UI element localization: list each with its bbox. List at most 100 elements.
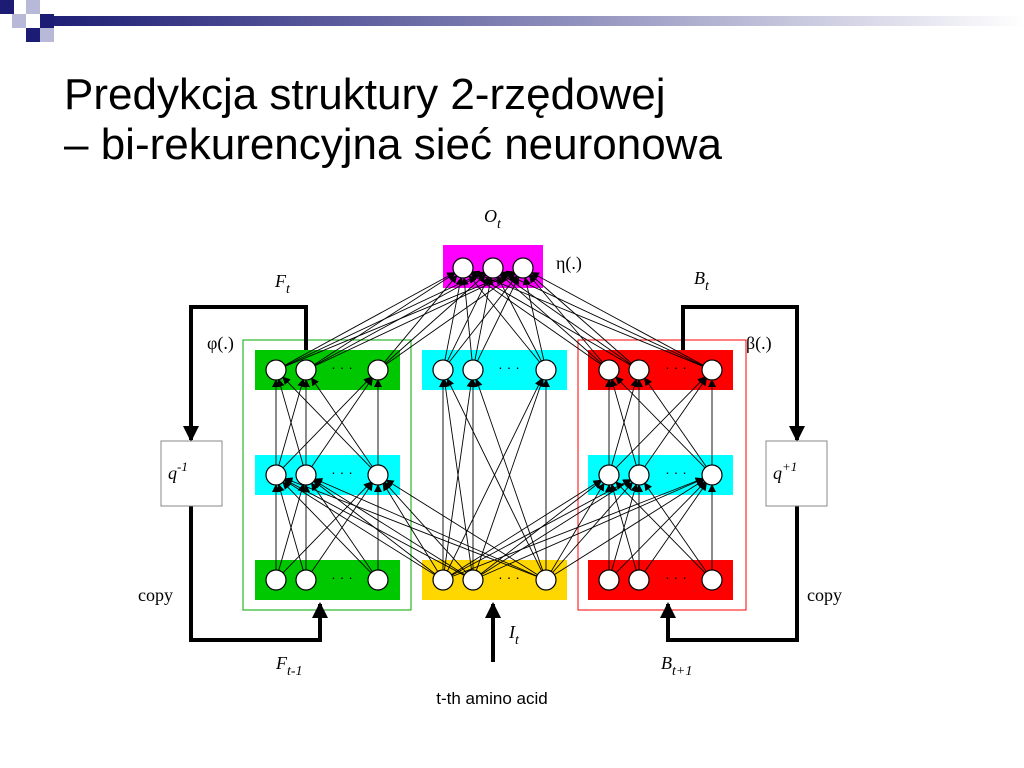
connection-line bbox=[276, 483, 304, 571]
ellipsis: · · · bbox=[498, 359, 520, 375]
connection-line bbox=[282, 376, 372, 469]
connection-line bbox=[552, 481, 634, 573]
delay-left-label: q-1 bbox=[168, 459, 188, 483]
connection-line bbox=[609, 483, 637, 571]
neuron-node bbox=[432, 569, 454, 591]
connection-line bbox=[311, 377, 373, 468]
connection-line bbox=[385, 479, 538, 576]
connection-line bbox=[385, 273, 487, 364]
connection-line bbox=[471, 270, 703, 367]
connection-line bbox=[481, 479, 632, 576]
neuron-node bbox=[701, 464, 723, 486]
forward-copy-line bbox=[189, 506, 328, 642]
neuron-node bbox=[295, 569, 317, 591]
neuron-node bbox=[535, 569, 557, 591]
neuron-node bbox=[462, 569, 484, 591]
delay-box-right bbox=[765, 440, 828, 507]
deco-square bbox=[40, 14, 54, 28]
connection-line bbox=[283, 479, 465, 576]
forward-label: Ft bbox=[274, 271, 291, 297]
neuron-node bbox=[295, 359, 317, 381]
neuron-node bbox=[367, 569, 389, 591]
neuron-node bbox=[628, 464, 650, 486]
connection-line bbox=[615, 376, 706, 469]
connection-line bbox=[314, 272, 456, 365]
neuron-node bbox=[598, 464, 620, 486]
connection-line bbox=[276, 378, 304, 466]
deco-square bbox=[26, 0, 40, 14]
connection-line bbox=[284, 272, 456, 366]
neuron-node bbox=[512, 257, 534, 279]
forward-prev-label: Ft-1 bbox=[275, 653, 303, 679]
deco-bar bbox=[40, 16, 1024, 26]
connection-line bbox=[451, 479, 602, 576]
connection-line bbox=[474, 276, 494, 361]
connection-line bbox=[500, 273, 632, 365]
connection-line bbox=[470, 273, 602, 365]
neuron-node bbox=[598, 569, 620, 591]
input-label: It bbox=[508, 622, 520, 648]
connection-line bbox=[550, 482, 605, 572]
beta-label: β(.) bbox=[746, 333, 772, 354]
connection-line bbox=[444, 276, 464, 361]
slide-title: Predykcja struktury 2-rzędowej – bi-reku… bbox=[64, 70, 1004, 170]
connection-line bbox=[644, 377, 707, 468]
copy-right-label: copy bbox=[807, 585, 842, 605]
connection-line bbox=[311, 482, 373, 573]
ellipsis: · · · bbox=[665, 464, 687, 480]
neuron-node bbox=[452, 257, 474, 279]
neuron-node bbox=[295, 464, 317, 486]
connection-line bbox=[480, 480, 602, 575]
eta-label: η(.) bbox=[556, 253, 582, 274]
neuron-node bbox=[628, 569, 650, 591]
forward-feedback-line bbox=[183, 305, 308, 442]
neuron-node bbox=[482, 257, 504, 279]
phi-label: φ(.) bbox=[207, 333, 234, 354]
backward-feedback-line bbox=[681, 305, 805, 442]
deco-square bbox=[12, 14, 26, 28]
neuron-node bbox=[432, 359, 454, 381]
ellipsis: · · · bbox=[331, 359, 353, 375]
connection-line bbox=[501, 271, 704, 367]
neuron-node bbox=[265, 569, 287, 591]
ellipsis: · · · bbox=[331, 464, 353, 480]
delay-right-label: q+1 bbox=[773, 459, 797, 483]
neuron-node bbox=[535, 359, 557, 381]
ellipsis: · · · bbox=[665, 569, 687, 585]
connection-line bbox=[615, 481, 706, 574]
backward-copy-line bbox=[660, 506, 799, 642]
connection-line bbox=[497, 275, 542, 362]
slide-title-line-1: Predykcja struktury 2-rzędowej bbox=[64, 70, 666, 119]
connection-line bbox=[283, 479, 435, 576]
copy-left-label: copy bbox=[138, 585, 173, 605]
output-label: Ot bbox=[484, 206, 502, 232]
connection-line bbox=[644, 482, 707, 573]
connection-line bbox=[314, 478, 538, 577]
neurons bbox=[265, 257, 723, 591]
delay-box-left bbox=[160, 440, 223, 507]
neuron-node bbox=[265, 359, 287, 381]
deco-square bbox=[26, 28, 40, 42]
neuron-node bbox=[701, 569, 723, 591]
connection-line bbox=[384, 274, 458, 363]
connection-line bbox=[470, 272, 631, 366]
ellipsis: · · · bbox=[331, 569, 353, 585]
ellipsis: · · · bbox=[665, 359, 687, 375]
title-decoration bbox=[0, 0, 1024, 42]
connection-line bbox=[476, 276, 520, 362]
backward-next-label: Bt+1 bbox=[661, 653, 692, 679]
connection-line bbox=[529, 273, 632, 364]
neuron-node bbox=[367, 464, 389, 486]
neuron-node bbox=[701, 359, 723, 381]
connection-line bbox=[441, 378, 473, 571]
connection-line bbox=[314, 272, 486, 366]
connection-line bbox=[609, 378, 637, 466]
connection-line bbox=[282, 481, 372, 574]
backward-label: Bt bbox=[694, 268, 710, 294]
neuron-node bbox=[265, 464, 287, 486]
connection-line bbox=[522, 276, 545, 361]
connections bbox=[272, 270, 716, 577]
neuron-node bbox=[367, 359, 389, 381]
connection-line bbox=[468, 274, 541, 363]
